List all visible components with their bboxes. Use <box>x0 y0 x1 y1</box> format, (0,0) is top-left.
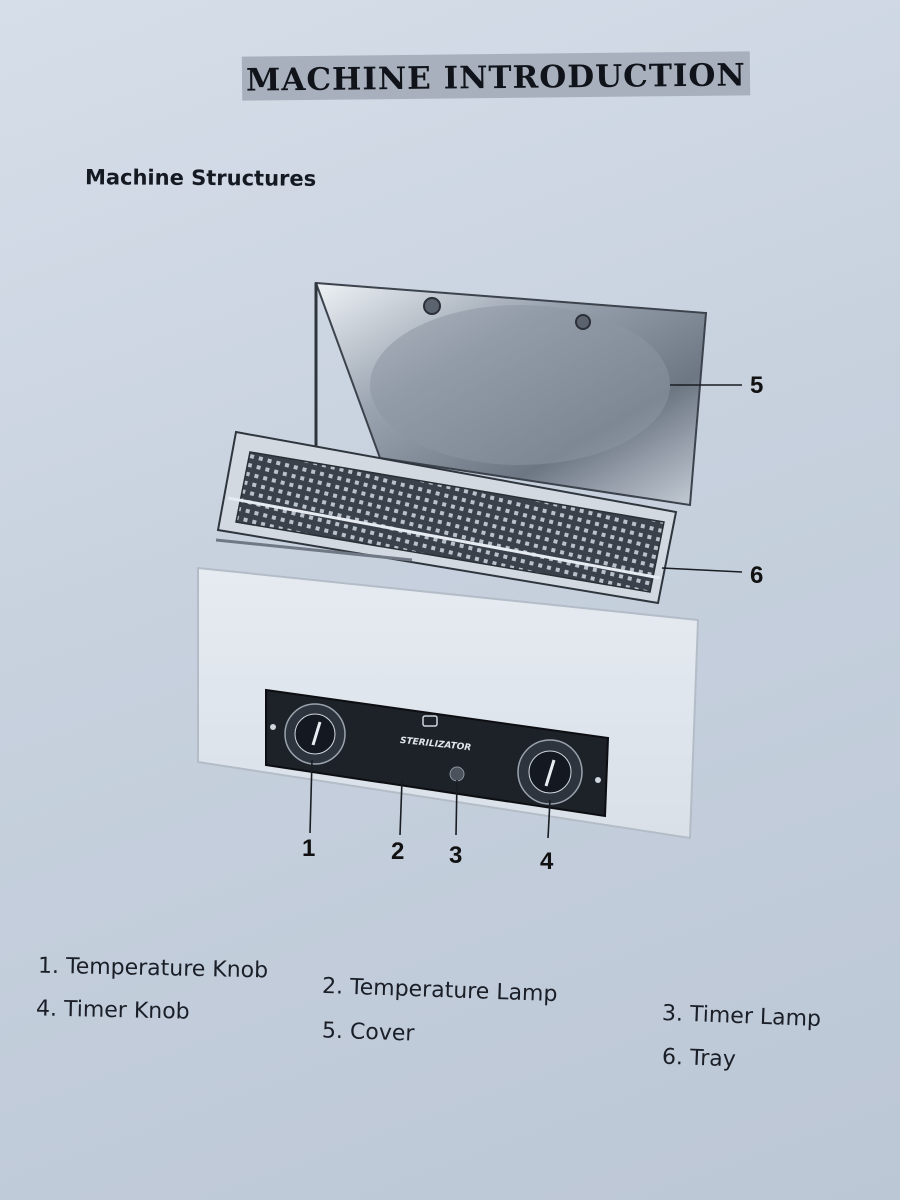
callout-5: 5 <box>750 372 764 399</box>
tray <box>215 430 678 605</box>
legend-item-tray: 6. Tray <box>661 1044 737 1073</box>
legend-item-temperature-knob: 1. Temperature Knob <box>37 953 269 984</box>
callout-4: 4 <box>540 848 554 875</box>
callout-1: 1 <box>302 835 316 862</box>
machine-body: STERILIZATOR <box>197 566 700 840</box>
callout-6: 6 <box>750 562 764 589</box>
callout-3: 3 <box>449 842 463 869</box>
cover <box>314 281 708 507</box>
leader-lines <box>309 384 743 839</box>
legend-item-cover: 5. Cover <box>321 1018 415 1047</box>
legend-item-timer-knob: 4. Timer Knob <box>35 996 190 1025</box>
callout-2: 2 <box>391 838 405 865</box>
